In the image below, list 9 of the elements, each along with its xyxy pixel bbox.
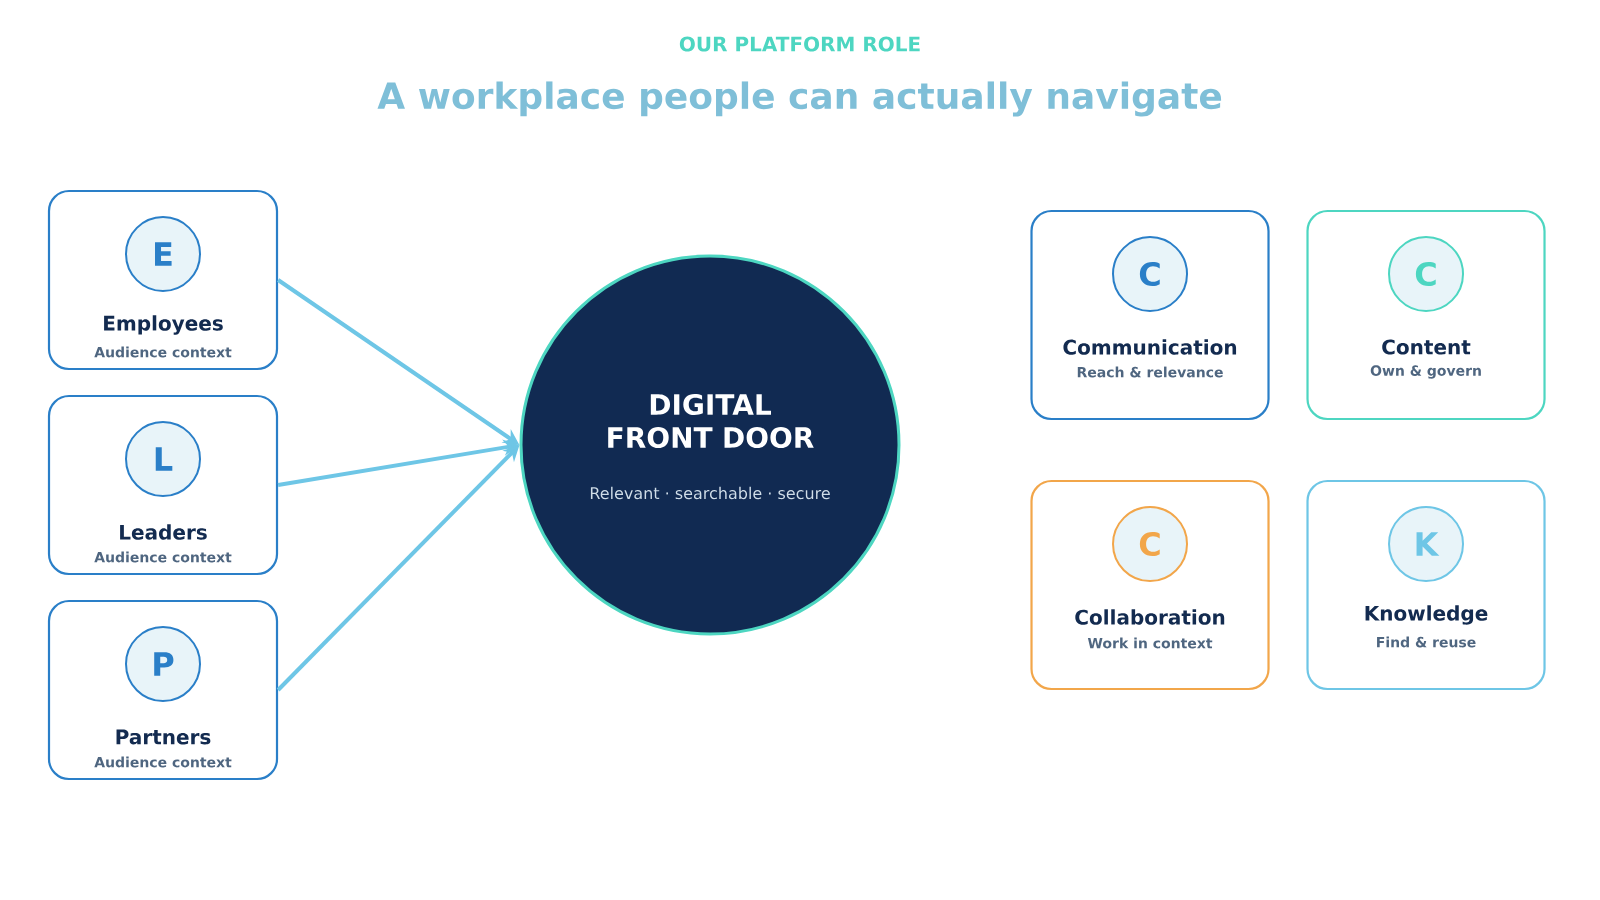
letter-badge: E — [125, 216, 201, 292]
letter-badge: P — [125, 626, 201, 702]
letter-badge: L — [125, 421, 201, 497]
letter-badge: C — [1112, 506, 1188, 582]
subheading: A workplace people can actually navigate — [377, 81, 1222, 117]
letter-badge: C — [1388, 236, 1464, 312]
letter-badge: K — [1388, 506, 1464, 582]
letter-badge: C — [1112, 236, 1188, 312]
heading: OUR PLATFORM ROLE — [679, 36, 920, 52]
